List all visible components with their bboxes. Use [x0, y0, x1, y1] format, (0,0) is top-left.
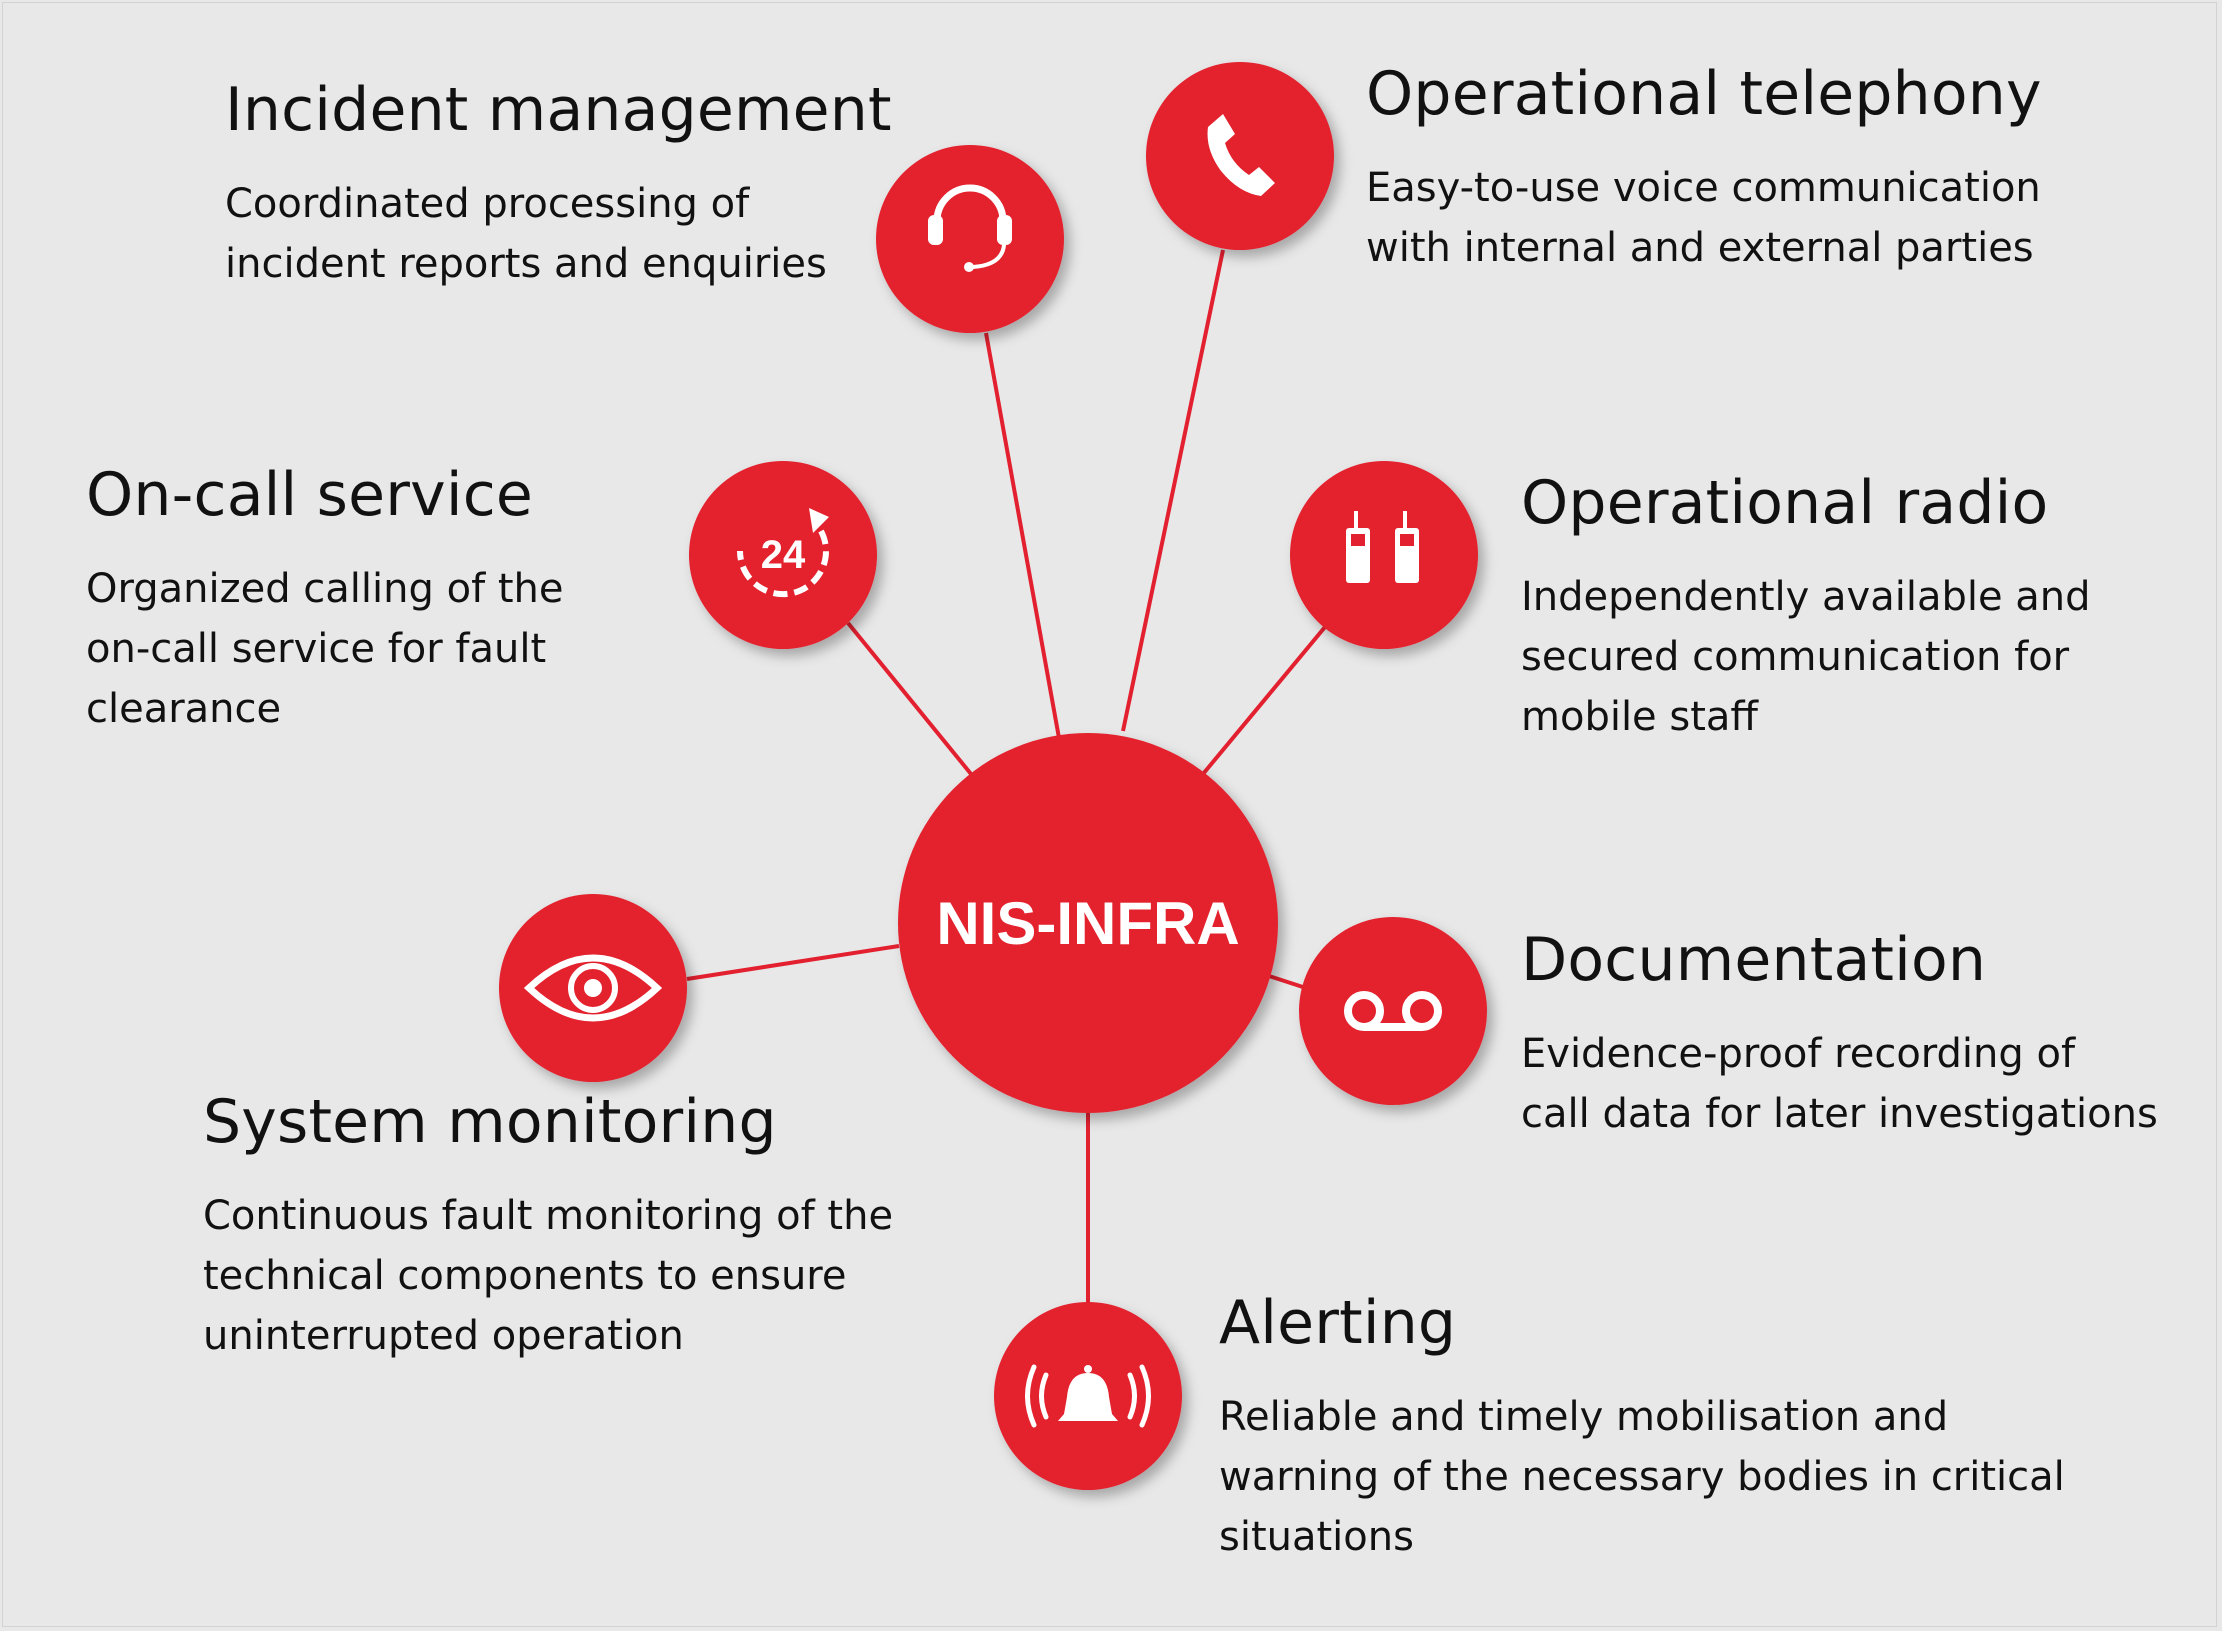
- headset-icon: [928, 184, 1012, 272]
- clock-24-icon: 24: [736, 508, 829, 598]
- walkie-talkie-icon: [1346, 511, 1419, 583]
- operational-radio-line-3: mobile staff: [1521, 694, 1758, 740]
- connector-incident-management: [984, 332, 1061, 739]
- documentation-title: Documentation: [1521, 925, 1987, 995]
- voicemail-icon: [1344, 991, 1442, 1031]
- on-call-service-title: On-call service: [86, 460, 533, 530]
- incident-management-description: Coordinated processing of incident repor…: [225, 174, 892, 294]
- system-monitoring-description: Continuous fault monitoring of the techn…: [203, 1186, 893, 1366]
- operational-telephony-description: Easy-to-use voice communication with int…: [1366, 158, 2042, 278]
- connector-lines: [686, 249, 1327, 1303]
- documentation-description: Evidence-proof recording of call data fo…: [1521, 1024, 2158, 1144]
- operational-radio-text: Operational radio Independently availabl…: [1521, 472, 2091, 747]
- operational-radio-node[interactable]: [1290, 461, 1478, 649]
- alerting-description: Reliable and timely mobilisation and war…: [1219, 1387, 2065, 1567]
- on-call-service-circle: [689, 461, 877, 649]
- alerting-title: Alerting: [1219, 1288, 1457, 1358]
- connector-operational-radio: [1201, 625, 1327, 776]
- eye-icon: [523, 954, 663, 1022]
- operational-telephony-node[interactable]: [1146, 62, 1334, 250]
- phone-icon: [1207, 114, 1275, 196]
- operational-telephony-circle: [1146, 62, 1334, 250]
- svg-text:24: 24: [761, 533, 806, 577]
- hub-circle: [898, 733, 1278, 1113]
- system-monitoring-line-1: Continuous fault monitoring of the: [203, 1193, 894, 1239]
- documentation-circle: [1299, 917, 1487, 1105]
- alerting-line-2: warning of the necessary bodies in criti…: [1219, 1454, 2065, 1500]
- operational-telephony-line-1: Easy-to-use voice communication: [1366, 165, 2041, 211]
- on-call-service-node[interactable]: 24: [689, 461, 877, 649]
- on-call-service-text: On-call service Organized calling of the…: [86, 464, 564, 739]
- documentation-node[interactable]: [1299, 917, 1487, 1105]
- system-monitoring-line-3: uninterrupted operation: [203, 1313, 684, 1359]
- incident-management-line-2: incident reports and enquiries: [225, 241, 827, 287]
- on-call-service-description: Organized calling of the on-call service…: [86, 559, 564, 739]
- incident-management-text: Incident management Coordinated processi…: [225, 79, 892, 294]
- documentation-line-2: call data for later investigations: [1521, 1091, 2158, 1137]
- incident-management-circle: [876, 145, 1064, 333]
- connector-system-monitoring: [686, 944, 900, 981]
- alerting-line-3: situations: [1219, 1514, 1414, 1560]
- operational-telephony-title: Operational telephony: [1366, 59, 2042, 129]
- hub-label: NIS-INFRA: [936, 890, 1239, 957]
- connector-on-call-service: [846, 621, 973, 776]
- operational-telephony-text: Operational telephony Easy-to-use voice …: [1366, 63, 2042, 278]
- diagram-canvas: 24: [499, 62, 1487, 1490]
- on-call-service-line-3: clearance: [86, 686, 282, 732]
- system-monitoring-text: System monitoring Continuous fault monit…: [203, 1091, 893, 1366]
- on-call-service-line-2: on-call service for fault: [86, 626, 547, 672]
- alarm-bell-icon: [1025, 1364, 1151, 1428]
- system-monitoring-line-2: technical components to ensure: [203, 1253, 847, 1299]
- documentation-line-1: Evidence-proof recording of: [1521, 1031, 2076, 1077]
- system-monitoring-title: System monitoring: [203, 1087, 777, 1157]
- incident-management-title: Incident management: [225, 75, 892, 145]
- operational-radio-line-1: Independently available and: [1521, 574, 2091, 620]
- alerting-line-1: Reliable and timely mobilisation and: [1219, 1394, 1949, 1440]
- on-call-service-line-1: Organized calling of the: [86, 566, 564, 612]
- system-monitoring-node[interactable]: [499, 894, 687, 1082]
- incident-management-line-1: Coordinated processing of: [225, 181, 750, 227]
- documentation-text: Documentation Evidence-proof recording o…: [1521, 929, 2158, 1144]
- operational-telephony-line-2: with internal and external parties: [1366, 225, 2034, 271]
- operational-radio-description: Independently available and secured comm…: [1521, 567, 2091, 747]
- hub-node[interactable]: NIS-INFRA: [898, 733, 1278, 1113]
- incident-management-node[interactable]: [876, 145, 1064, 333]
- alerting-node[interactable]: [994, 1302, 1182, 1490]
- operational-radio-line-2: secured communication for: [1521, 634, 2070, 680]
- connector-operational-telephony: [1121, 249, 1225, 732]
- alerting-text: Alerting Reliable and timely mobilisatio…: [1219, 1292, 2065, 1567]
- operational-radio-title: Operational radio: [1521, 468, 2049, 538]
- operational-radio-circle: [1290, 461, 1478, 649]
